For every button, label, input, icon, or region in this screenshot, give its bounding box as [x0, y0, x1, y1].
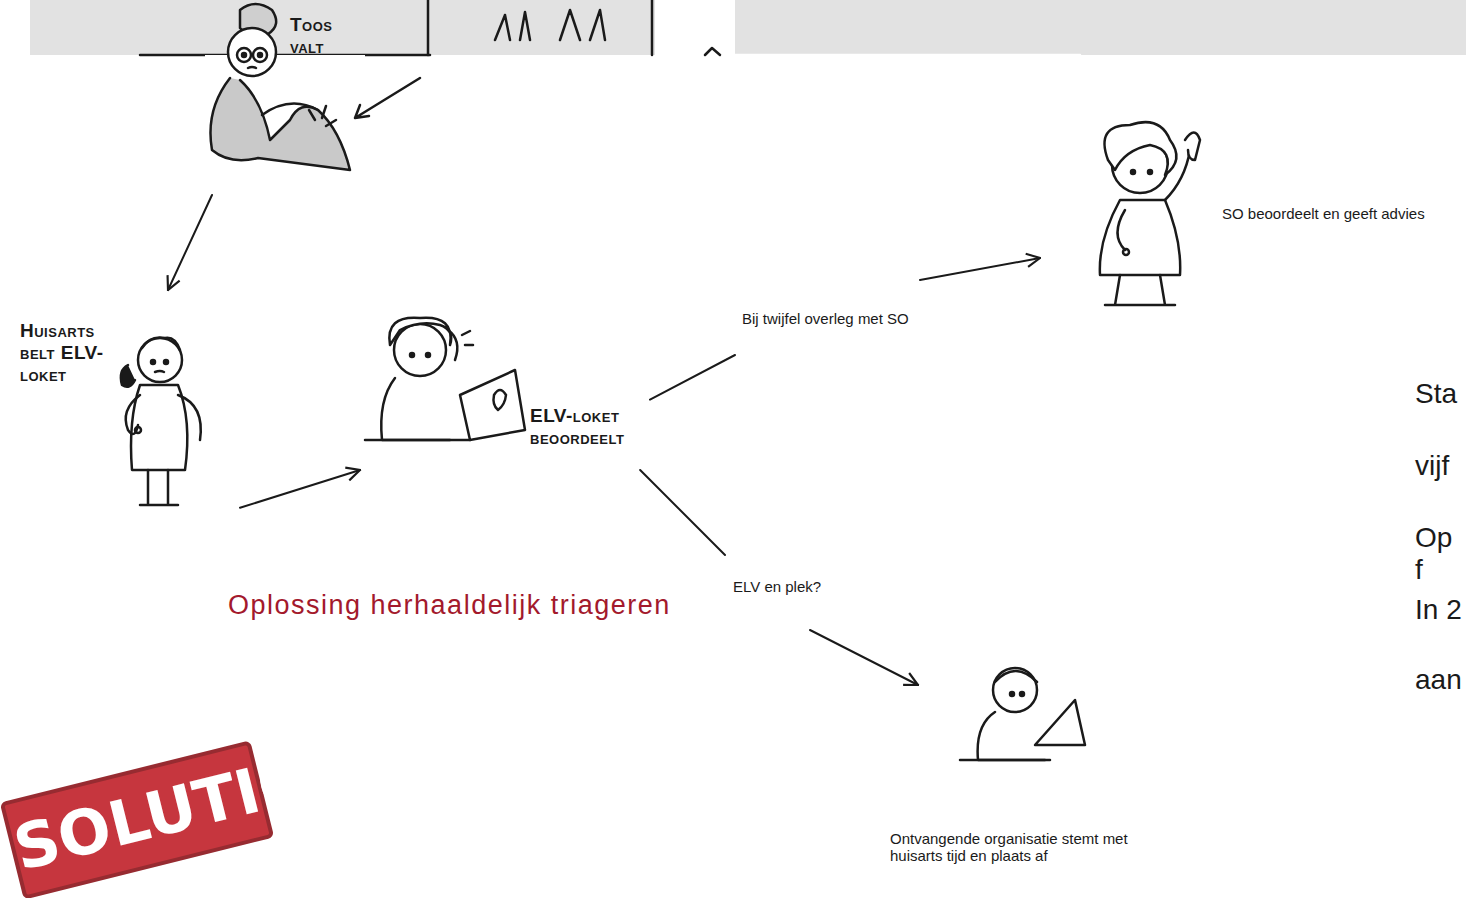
side-text: In 2	[1415, 594, 1462, 626]
side-text: Op f	[1415, 522, 1466, 586]
side-text: aan	[1415, 664, 1462, 696]
side-text: Sta	[1415, 378, 1457, 410]
flow-arrow	[240, 470, 360, 508]
edge-label: ELV en plek?	[733, 578, 821, 595]
figure-node: SO beoordeelt en geeft advies	[1040, 115, 1465, 315]
node-caption: Toos valt	[290, 14, 350, 58]
figure-node: Ontvangende organisatie stemt met huisar…	[885, 685, 1185, 895]
figure-node: ELV-loket beoordeelt	[360, 310, 650, 470]
side-text: vijf	[1415, 450, 1449, 482]
edge-label: Bij twijfel overleg met SO	[742, 310, 909, 327]
node-caption: Ontvangende organisatie stemt met huisar…	[890, 830, 1180, 865]
figure-node: Huisarts belt ELV-loket	[15, 290, 240, 510]
flow-arrow	[650, 258, 1040, 400]
node-caption: ELV-loket beoordeelt	[530, 405, 640, 449]
node-caption: Huisarts belt ELV-loket	[20, 320, 135, 386]
flow-arrow	[640, 470, 918, 685]
flow-arrow	[168, 195, 212, 290]
solution-stamp: SOLUTION	[0, 740, 274, 898]
solution-note: Oplossing herhaaldelijk triageren	[228, 590, 671, 621]
figure-node: Toos valt	[195, 0, 365, 195]
node-caption: SO beoordeelt en geeft advies	[1222, 205, 1462, 222]
